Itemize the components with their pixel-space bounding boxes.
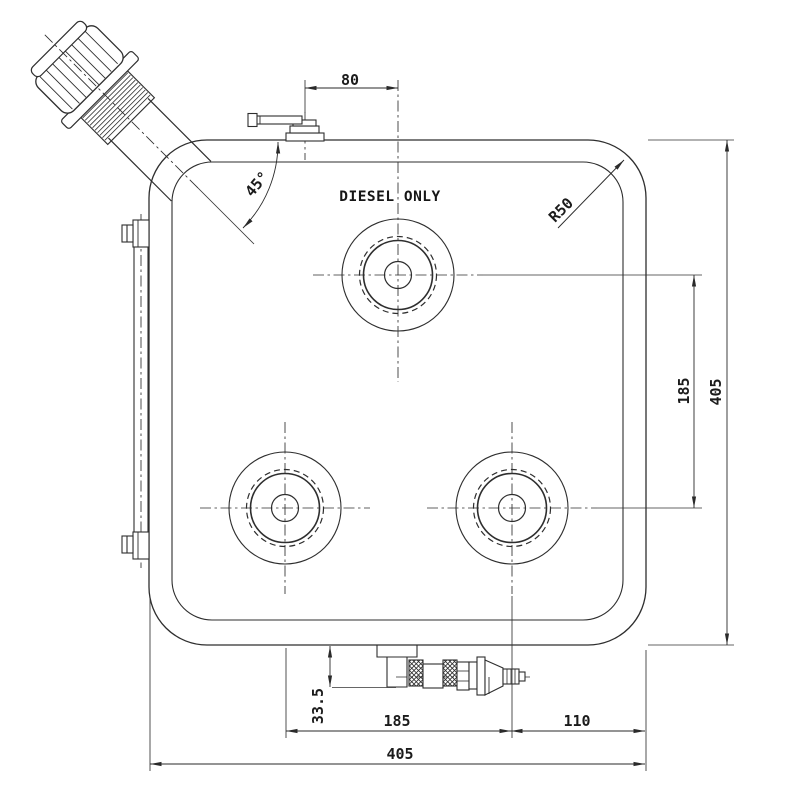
drain-pipe [386, 657, 408, 688]
angle-reference-leg [196, 186, 255, 245]
valve-nut [456, 661, 470, 691]
drain-valve [376, 645, 531, 696]
radius-callout-r50: R50 [545, 194, 577, 226]
dim-arc-45 [242, 141, 281, 229]
gauge-top-fitting [121, 219, 150, 248]
tank-inner-wall-outline [171, 161, 624, 621]
dim-text-33-5: 33.5 [309, 688, 327, 724]
boss-bottom-right [427, 422, 597, 594]
dimension-lines [150, 85, 730, 767]
dim-text-185-bottom: 185 [383, 712, 410, 730]
tank-body [148, 139, 647, 646]
vent-lever [247, 112, 303, 128]
dim-text-185-right: 185 [675, 377, 693, 404]
breather-vent [247, 112, 325, 160]
drain-flange [376, 645, 418, 658]
radius-leader [557, 159, 625, 229]
level-gauge-tube [121, 214, 150, 568]
dim-text-110: 110 [563, 712, 590, 730]
dim-text-45deg: 45° [241, 168, 272, 200]
extension-lines [149, 80, 734, 771]
valve-knurl-right [442, 659, 458, 687]
boss-bottom-left [200, 422, 370, 594]
valve-body [468, 656, 504, 696]
valve-knurl-left [408, 659, 424, 687]
dim-text-80: 80 [341, 71, 359, 89]
dim-text-405-right: 405 [707, 378, 725, 405]
dim-text-405-bottom: 405 [386, 745, 413, 763]
diesel-only-marking: DIESEL ONLY [339, 189, 441, 205]
gauge-bottom-fitting [121, 531, 150, 560]
filler-neck-centerline [44, 34, 198, 188]
hose-barb [502, 668, 526, 685]
tank-outer-outline [148, 139, 647, 646]
filler-neck [30, 20, 212, 202]
boss-top-centre [313, 80, 483, 382]
